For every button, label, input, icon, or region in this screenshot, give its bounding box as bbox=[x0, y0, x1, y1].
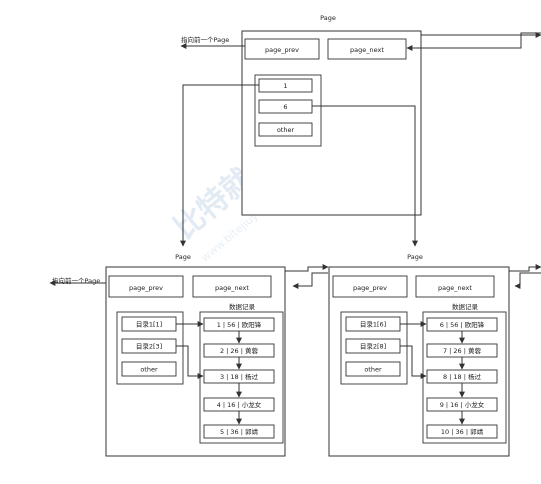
left-dir-entry-3 bbox=[121, 361, 177, 377]
top-page-next-box bbox=[327, 38, 407, 60]
right-page-prev-box bbox=[332, 275, 408, 298]
right-dir-entry-1-label: 目录1[6] bbox=[360, 321, 386, 329]
left-page-next-label: page_next bbox=[215, 284, 249, 292]
right-to-left-prev-arrow bbox=[292, 272, 328, 289]
top-dir-entry-3-label: other bbox=[277, 126, 295, 134]
left-records-title: 数据记录 bbox=[229, 302, 256, 311]
top-page-next-label: page_next bbox=[350, 46, 384, 54]
right-dir-entry-2-label: 目录2[8] bbox=[360, 343, 386, 351]
left-record-5 bbox=[203, 424, 275, 439]
right-record-3-label: 8 | 18 | 杨过 bbox=[443, 372, 482, 381]
top-page: Page page_prev page_next 指向前一个Page 1 6 o… bbox=[180, 14, 422, 216]
right-records-title: 数据记录 bbox=[452, 302, 479, 311]
left-dir-pointer-2 bbox=[176, 345, 204, 379]
top-dir-entry-1-label: 1 bbox=[283, 82, 287, 90]
right-record-4-label: 9 | 16 | 小龙女 bbox=[440, 400, 485, 409]
pointer-arrow-to-left-page bbox=[180, 84, 259, 247]
right-page-title: Page bbox=[407, 253, 423, 261]
left-page-title: Page bbox=[175, 253, 191, 261]
left-page-next-box bbox=[192, 275, 272, 298]
left-dir-entry-3-label: other bbox=[140, 366, 158, 374]
top-prev-pointer-text: 指向前一个Page bbox=[181, 35, 229, 44]
right-record-2-label: 7 | 26 | 黄蓉 bbox=[443, 346, 482, 355]
right-page-next-label: page_next bbox=[438, 284, 472, 292]
left-record-4-label: 4 | 16 | 小龙女 bbox=[217, 400, 262, 409]
left-record-2-label: 2 | 26 | 黄蓉 bbox=[220, 346, 259, 355]
left-to-right-next-arrow bbox=[285, 264, 329, 272]
left-page: Page page_prev page_next 指向前一个Page 目录1[1… bbox=[49, 253, 286, 457]
right-dir-entry-3-label: other bbox=[364, 366, 382, 374]
top-page-title: Page bbox=[320, 14, 336, 22]
left-record-1-label: 1 | 56 | 欧阳锋 bbox=[217, 320, 262, 329]
right-record-5-label: 10 | 36 | 郭靖 bbox=[441, 427, 484, 436]
left-record-3-label: 3 | 18 | 杨过 bbox=[220, 372, 259, 381]
right-dir-entry-3 bbox=[345, 361, 401, 377]
top-dir-entry-3 bbox=[258, 122, 313, 137]
right-record-1-label: 6 | 56 | 欧阳锋 bbox=[440, 320, 485, 329]
left-record-5-label: 5 | 36 | 郭靖 bbox=[220, 427, 259, 436]
top-page-prev-label: page_prev bbox=[265, 46, 299, 54]
right-page: Page page_prev page_next 目录1[6] 目录2[8] o… bbox=[328, 253, 510, 457]
left-page-prev-box bbox=[108, 275, 184, 298]
right-next-incoming-arrow bbox=[514, 272, 541, 289]
top-page-prev-box bbox=[244, 38, 320, 60]
right-page-next-box bbox=[415, 275, 495, 298]
left-prev-pointer-text: 指向前一个Page bbox=[52, 276, 100, 285]
top-next-incoming-arrow bbox=[406, 32, 541, 51]
right-page-prev-label: page_prev bbox=[353, 284, 387, 292]
left-dir-entry-1-label: 目录1[1] bbox=[136, 321, 162, 329]
top-dir-entry-2-label: 6 bbox=[283, 103, 287, 111]
left-page-prev-label: page_prev bbox=[129, 284, 163, 292]
right-dir-pointer-2 bbox=[400, 345, 427, 379]
right-next-outgoing-arrow bbox=[509, 264, 541, 272]
left-dir-entry-2-label: 目录2[3] bbox=[136, 343, 162, 351]
pointer-arrow-to-right-page bbox=[312, 105, 418, 247]
right-record-5 bbox=[426, 424, 498, 439]
